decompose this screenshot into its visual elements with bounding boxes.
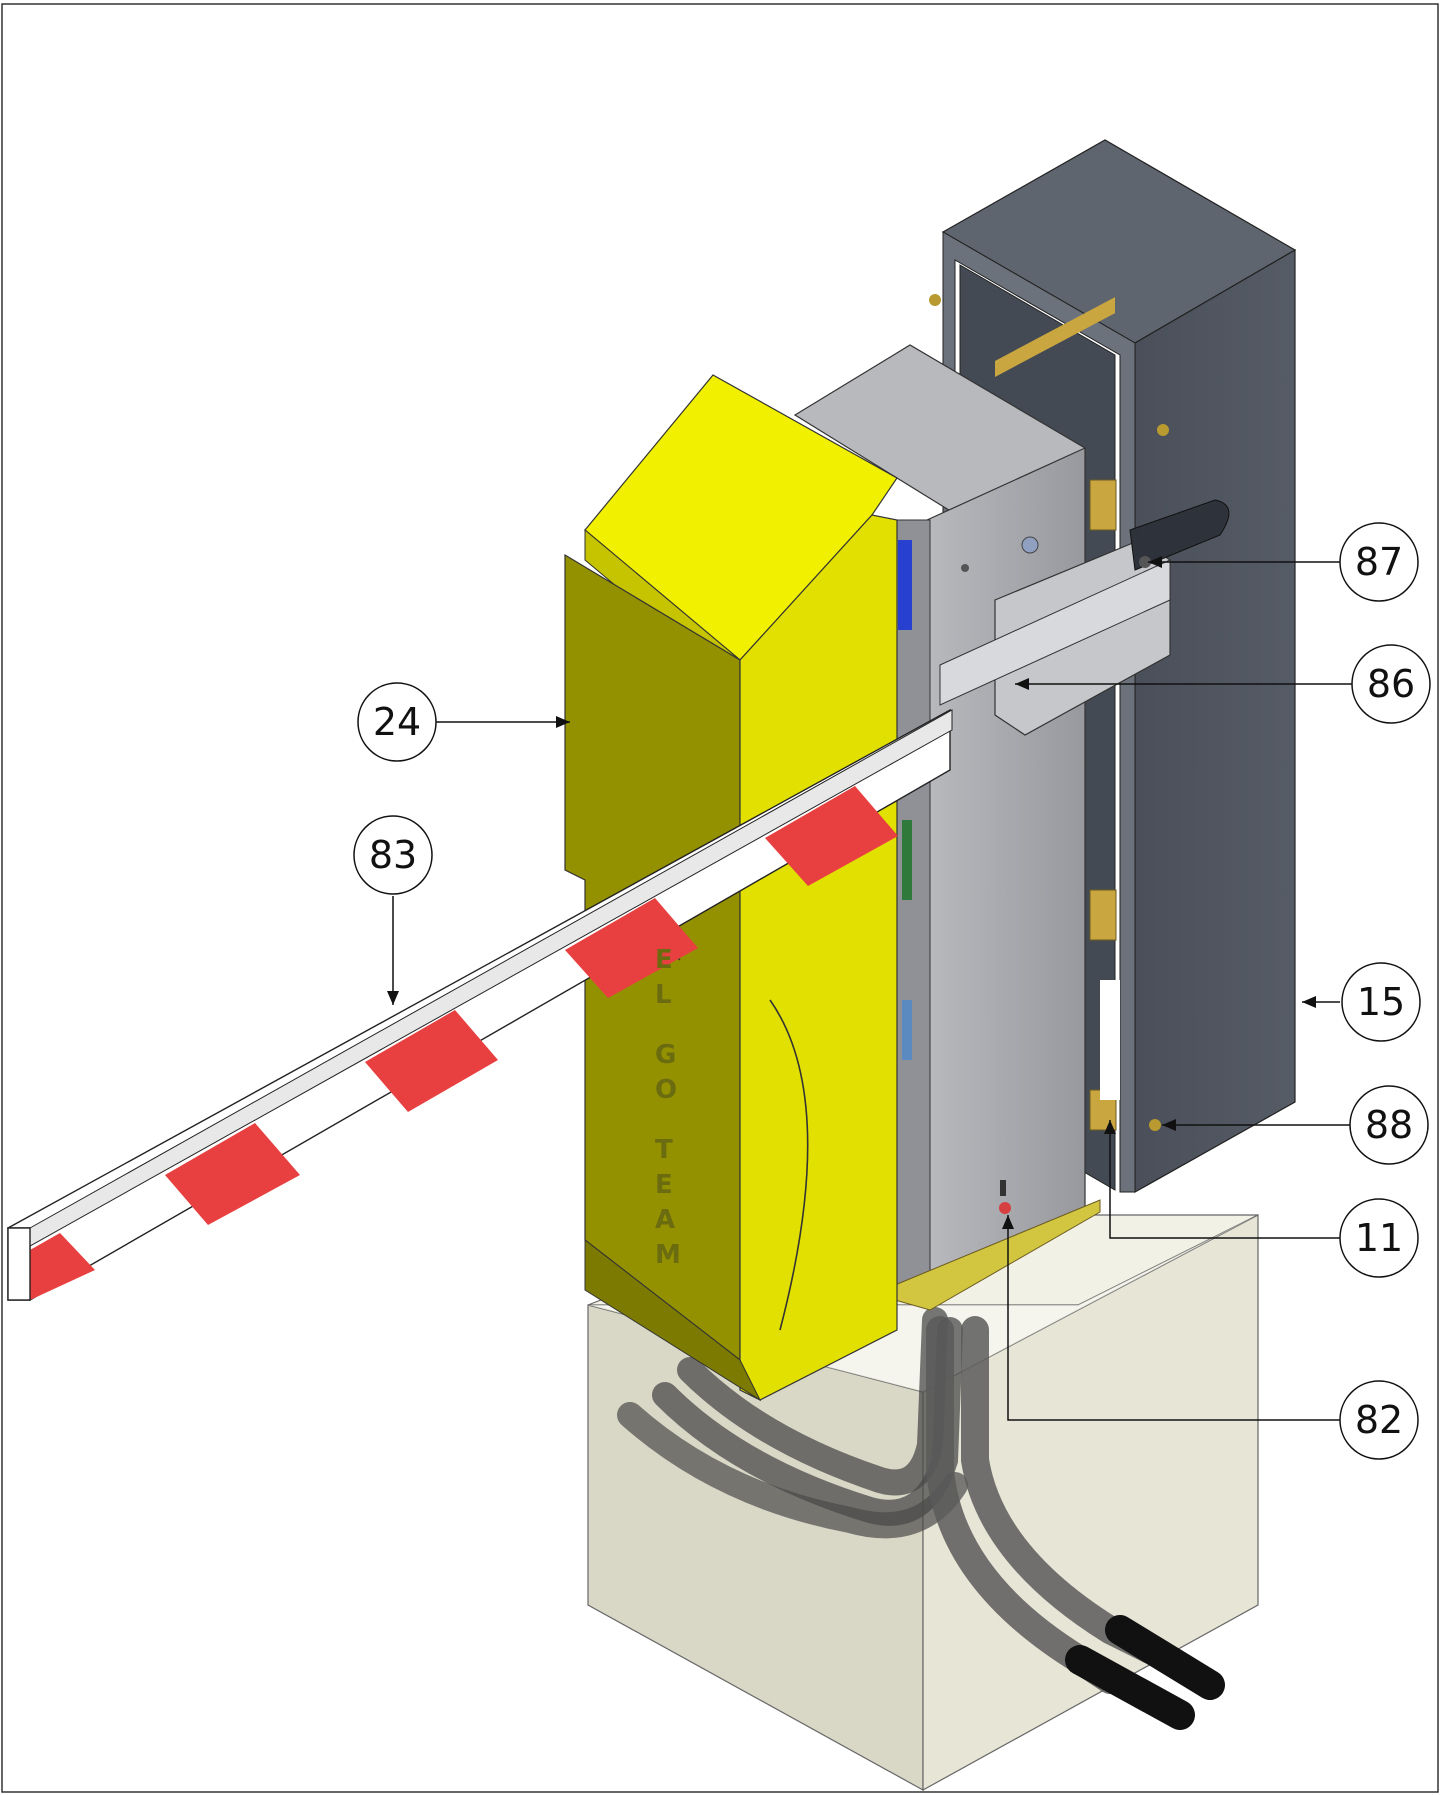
callout-88-label: 88: [1365, 1103, 1413, 1147]
side-letter-1: E: [655, 945, 673, 975]
arm-bracket: [939, 499, 1230, 736]
callout-15: 15: [1341, 962, 1421, 1042]
callout-87: 87: [1339, 522, 1419, 602]
side-letter-2: L: [655, 980, 672, 1010]
callout-24: 24: [357, 682, 437, 762]
boom-arm: [7, 708, 953, 1302]
callout-88: 88: [1349, 1085, 1429, 1165]
callout-15-label: 15: [1357, 980, 1405, 1024]
drawing-border: [1, 3, 1439, 1793]
leader-lines: [392, 561, 1352, 1421]
side-lettering: E L G O T E A M: [655, 945, 681, 1270]
side-letter-4: O: [655, 1075, 677, 1105]
leader-arrowheads: [387, 556, 1316, 1229]
callout-11-label: 11: [1355, 1216, 1403, 1260]
yellow-housing: [564, 374, 898, 1402]
callout-83: 83: [353, 815, 433, 895]
callout-83-label: 83: [369, 833, 417, 877]
callout-87-label: 87: [1355, 540, 1403, 584]
side-letter-6: E: [655, 1170, 673, 1200]
callout-24-label: 24: [373, 700, 421, 744]
callout-86-label: 86: [1367, 662, 1415, 706]
part-82-marker: [999, 1202, 1011, 1214]
callout-86: 86: [1351, 644, 1431, 724]
callout-82-label: 82: [1355, 1398, 1403, 1442]
side-letter-5: T: [655, 1135, 673, 1165]
cable-conduits: [617, 1307, 1225, 1730]
side-letter-3: G: [655, 1040, 676, 1070]
side-letter-8: M: [655, 1240, 681, 1270]
callout-11: 11: [1339, 1198, 1419, 1278]
callout-82: 82: [1339, 1380, 1419, 1460]
side-letter-7: A: [655, 1205, 675, 1235]
